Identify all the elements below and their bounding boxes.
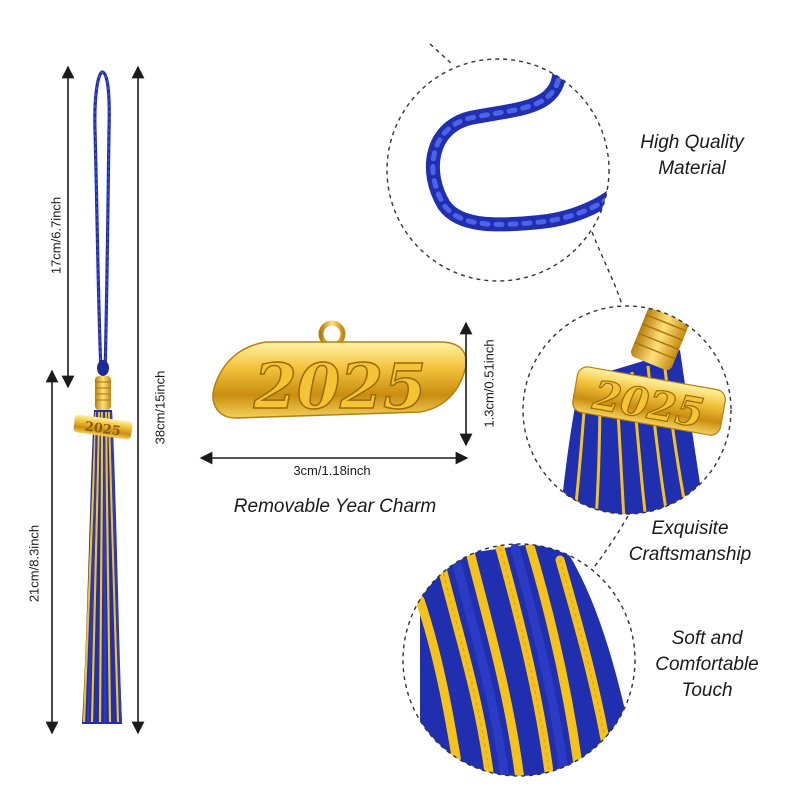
charm-dimension-lines: [199, 321, 473, 465]
year-charm: 2025: [212, 320, 467, 424]
feature-craft-line2: Craftsmanship: [628, 544, 752, 565]
dimension-lines: [45, 65, 145, 735]
feature-craft-line1: Exquisite: [651, 518, 729, 539]
charm-year: 2025: [253, 350, 427, 423]
charm-height-label: 1.3cm/0.51inch: [481, 339, 497, 428]
charm-caption: Removable Year Charm: [233, 496, 437, 517]
cord-length-label: 17cm/6.7inch: [48, 196, 64, 275]
zoom-cord-circle: [386, 58, 610, 282]
feature-touch-line3: Touch: [681, 680, 733, 701]
feature-material-label: High Quality Material: [612, 130, 772, 182]
feature-touch-label: Soft and Comfortable Touch: [632, 626, 782, 704]
feature-material-line1: High Quality: [640, 132, 744, 153]
zoom-fringe-circle: [402, 543, 636, 777]
fringe-length-label: 21cm/8.3inch: [26, 524, 42, 603]
charm-width-label: 3cm/1.18inch: [293, 463, 371, 478]
graduation-tassel: 2025: [73, 70, 133, 724]
feature-material-line2: Material: [658, 158, 726, 179]
feature-touch-line1: Soft and: [671, 628, 743, 649]
feature-touch-line2: Comfortable: [655, 654, 759, 675]
feature-craft-label: Exquisite Craftsmanship: [600, 516, 780, 568]
total-length-label: 38cm/15inch: [152, 370, 168, 445]
zoom-craft-circle: 2025: [522, 305, 732, 515]
svg-text:2025: 2025: [84, 420, 122, 440]
